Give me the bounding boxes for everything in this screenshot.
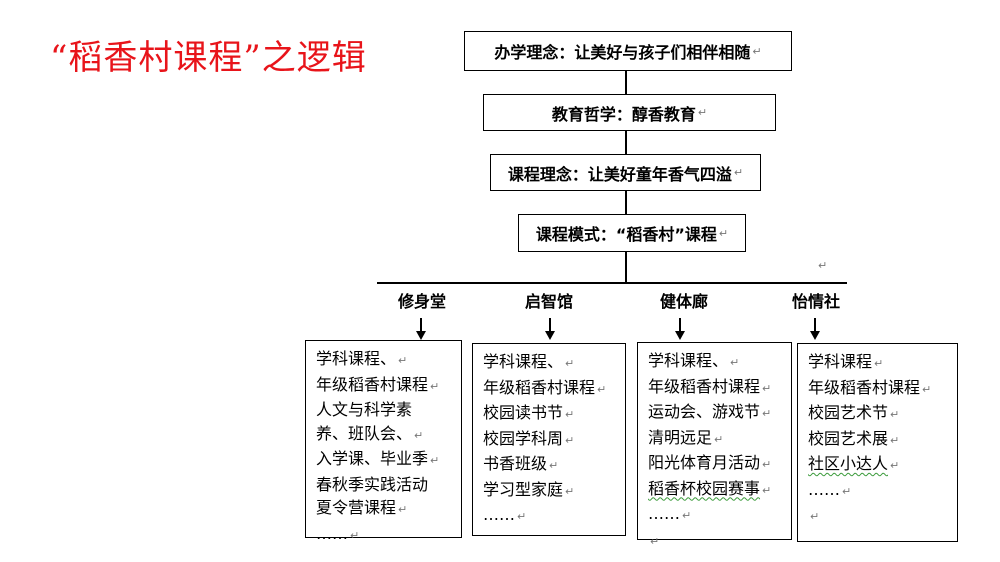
- list-item: 学科课程、↵: [316, 349, 408, 368]
- list-item: 稻香杯校园赛事↵: [648, 478, 772, 498]
- branch-label-qizhiguan: 启智馆: [520, 288, 578, 312]
- curriculum-model-box: 课程模式：“稻香村”课程↵: [518, 214, 746, 252]
- arrow-down-icon: [675, 331, 685, 340]
- list-item: 运动会、游戏节↵: [648, 402, 772, 421]
- branch-label-xiushentang: 修身堂: [393, 288, 451, 312]
- paragraph-mark-icon: ↵: [398, 354, 408, 367]
- list-item: 夏令营课程↵: [316, 498, 408, 517]
- school-philosophy-text: 办学理念：让美好与孩子们相伴相随: [494, 43, 751, 62]
- branch-label-jiantilang: 健体廊: [655, 288, 713, 312]
- activities-box-qizhiguan: 学科课程、↵ 年级稻香村课程↵ 校园读书节↵ 校园学科周↵ 书香班级↵ 学习型家…: [472, 343, 626, 536]
- paragraph-mark-icon: ↵: [762, 483, 772, 497]
- list-item: 学科课程↵: [808, 352, 884, 371]
- curriculum-concept-box: 课程理念：让美好童年香气四溢↵: [490, 154, 761, 191]
- branch-label-yiqingshe: 怡情社: [787, 288, 845, 312]
- paragraph-mark-icon: ↵: [565, 484, 575, 498]
- paragraph-mark-icon: ↵: [597, 382, 607, 396]
- list-item: 阳光体育月活动↵: [648, 453, 772, 472]
- paragraph-mark-icon: ↵: [398, 503, 408, 516]
- list-item: 养、班队会、↵: [316, 423, 424, 443]
- arrow-line: [679, 318, 681, 332]
- paragraph-mark-icon: ↵: [890, 433, 900, 447]
- list-item: 校园艺术展↵: [808, 428, 900, 448]
- list-item: 人文与科学素: [316, 400, 413, 419]
- curriculum-concept-text: 课程理念：让美好童年香气四溢: [507, 164, 732, 184]
- list-item: 校园艺术节↵: [808, 403, 900, 422]
- branch-line: [377, 282, 847, 284]
- list-item: ↵: [808, 503, 951, 529]
- slide-title: “稻香村课程”之逻辑: [50, 38, 367, 78]
- list-item: 学科课程、↵: [648, 351, 740, 370]
- list-item: 年级稻香村课程↵: [648, 376, 772, 396]
- paragraph-mark-icon: ↵: [682, 509, 692, 522]
- list-item: 春秋季实践活动: [316, 474, 429, 494]
- paragraph-mark-icon: ↵: [650, 534, 660, 548]
- paragraph-mark-icon: ↵: [430, 379, 440, 393]
- paragraph-mark-icon: ↵: [350, 528, 360, 542]
- paragraph-mark-icon: ↵: [922, 382, 932, 396]
- paragraph-mark-icon: ↵: [874, 357, 884, 370]
- paragraph-mark-icon: ↵: [430, 454, 440, 467]
- paragraph-mark-icon: ↵: [810, 510, 820, 523]
- paragraph-mark-icon: ↵: [762, 458, 772, 471]
- paragraph-mark-icon: ↵: [517, 510, 527, 523]
- paragraph-mark-icon: ↵: [565, 408, 575, 421]
- paragraph-mark-icon: ↵: [697, 106, 708, 119]
- arrow-line: [420, 318, 422, 332]
- paragraph-mark-icon: ↵: [752, 44, 762, 58]
- paragraph-mark-icon: ↵: [565, 433, 575, 447]
- connector-line: [625, 252, 627, 282]
- paragraph-mark-icon: ↵: [818, 259, 828, 272]
- list-item: ↵: [648, 528, 785, 554]
- activities-box-yiqingshe: 学科课程↵ 年级稻香村课程↵ 校园艺术节↵ 校园艺术展↵ 社区小达人↵ ……↵ …: [797, 343, 958, 542]
- list-item: 年级稻香村课程↵: [483, 377, 607, 397]
- list-item: 书香班级↵: [483, 454, 559, 473]
- list-item: 入学课、毕业季↵: [316, 449, 440, 468]
- arrow-down-icon: [416, 331, 426, 340]
- paragraph-mark-icon: ↵: [762, 407, 772, 420]
- school-philosophy-box: 办学理念：让美好与孩子们相伴相随↵: [464, 31, 792, 71]
- arrow-down-icon: [545, 331, 555, 340]
- list-item: 清明远足↵: [648, 427, 724, 447]
- paragraph-mark-icon: ↵: [762, 381, 772, 395]
- paragraph-mark-icon: ↵: [730, 356, 740, 369]
- arrow-down-icon: [810, 331, 820, 340]
- paragraph-mark-icon: ↵: [842, 484, 852, 498]
- list-item: ……↵: [808, 479, 852, 499]
- paragraph-mark-icon: ↵: [890, 408, 900, 421]
- education-philosophy-text: 教育哲学：醇香教育: [551, 104, 696, 124]
- list-item: 校园读书节↵: [483, 403, 575, 422]
- paragraph-mark-icon: ↵: [733, 166, 744, 179]
- paragraph-mark-icon: ↵: [714, 432, 724, 446]
- list-item: 社区小达人↵: [808, 454, 900, 473]
- paragraph-mark-icon: ↵: [565, 357, 575, 370]
- list-item: ……↵: [316, 523, 360, 543]
- paragraph-mark-icon: ↵: [549, 459, 559, 472]
- arrow-line: [814, 318, 816, 332]
- curriculum-model-text: 课程模式：“稻香村”课程: [535, 225, 717, 244]
- list-item: 年级稻香村课程↵: [316, 374, 440, 394]
- activities-box-jiantilang: 学科课程、↵ 年级稻香村课程↵ 运动会、游戏节↵ 清明远足↵ 阳光体育月活动↵ …: [637, 342, 792, 548]
- list-item: 学习型家庭↵: [483, 479, 575, 499]
- list-item: 校园学科周↵: [483, 428, 575, 448]
- activities-box-xiushentang: 学科课程、↵ 年级稻香村课程↵ 人文与科学素 养、班队会、↵ 入学课、毕业季↵ …: [305, 340, 462, 543]
- paragraph-mark-icon: ↵: [718, 226, 729, 240]
- list-item: 学科课程、↵: [483, 352, 575, 371]
- connector-line: [625, 71, 627, 94]
- paragraph-mark-icon: ↵: [414, 428, 424, 442]
- education-philosophy-box: 教育哲学：醇香教育↵: [483, 94, 776, 131]
- arrow-line: [549, 318, 551, 332]
- list-item: ……↵: [483, 505, 527, 524]
- connector-line: [625, 191, 627, 214]
- list-item: 年级稻香村课程↵: [808, 377, 932, 397]
- paragraph-mark-icon: ↵: [890, 459, 900, 472]
- connector-line: [625, 131, 627, 154]
- list-item: ……↵: [648, 504, 692, 523]
